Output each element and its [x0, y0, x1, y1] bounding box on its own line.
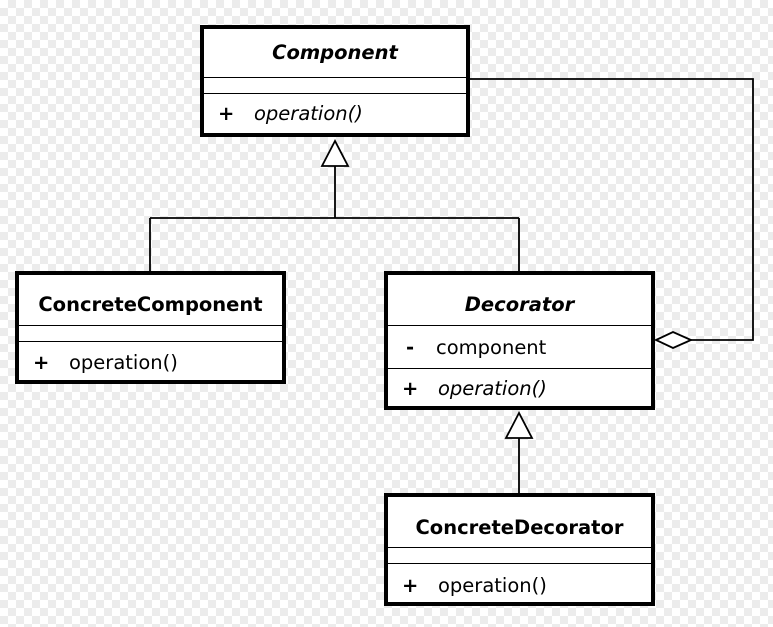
attributes-section	[19, 326, 282, 342]
class-name: ConcreteDecorator	[388, 497, 651, 548]
class-name: Component	[204, 29, 466, 78]
operation-row: + operation()	[388, 564, 651, 602]
class-name: ConcreteComponent	[19, 275, 282, 326]
class-component: Component + operation()	[200, 25, 470, 137]
aggregation-decorator-component	[469, 78, 754, 349]
operation-name: operation()	[69, 351, 178, 374]
visibility-marker: +	[402, 377, 419, 400]
operation-name: operation()	[254, 102, 363, 125]
attributes-section: - component	[388, 326, 651, 369]
class-concrete-decorator: ConcreteDecorator + operation()	[384, 493, 655, 606]
visibility-marker: +	[33, 351, 50, 374]
attribute-row: - component	[388, 326, 651, 367]
aggregation-diamond	[653, 331, 694, 349]
generalization-to-component	[149, 139, 520, 272]
operation-row: + operation()	[19, 342, 282, 380]
operation-name: operation()	[438, 377, 547, 400]
attributes-section	[388, 548, 651, 564]
visibility-marker: +	[218, 102, 235, 125]
visibility-marker: +	[402, 574, 419, 597]
inheritance-arrowhead	[320, 139, 350, 167]
class-name: Decorator	[388, 275, 651, 326]
inheritance-arrowhead	[504, 411, 534, 439]
operation-name: operation()	[438, 574, 547, 597]
attributes-section	[204, 78, 466, 94]
generalization-to-decorator	[504, 411, 534, 494]
visibility-marker: -	[405, 336, 415, 359]
operation-row: + operation()	[388, 369, 651, 406]
class-concrete-component: ConcreteComponent + operation()	[15, 271, 286, 384]
class-decorator: Decorator - component + operation()	[384, 271, 655, 410]
attribute-name: component	[436, 336, 547, 359]
operation-row: + operation()	[204, 94, 466, 133]
